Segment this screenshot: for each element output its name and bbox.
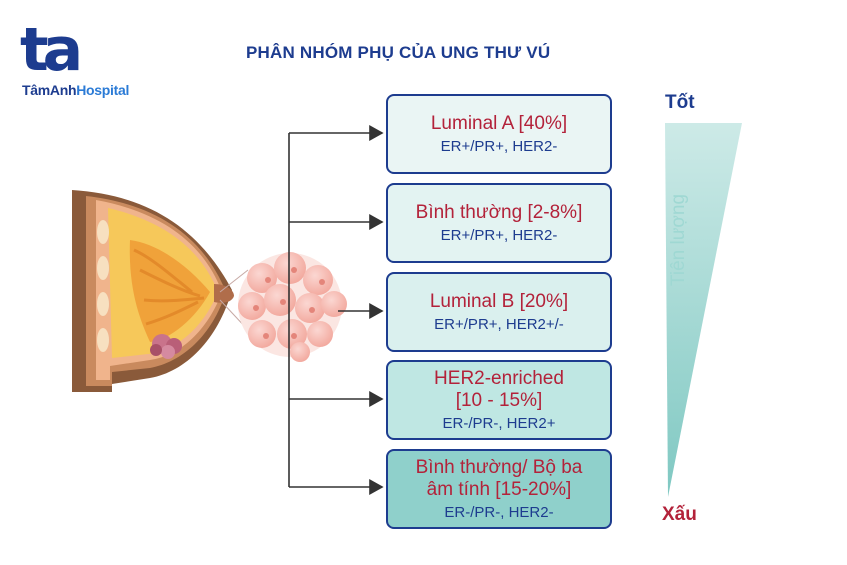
- subtype-luminal-b: Luminal B [20%] ER+/PR+, HER2+/-: [386, 272, 612, 352]
- hospital-logo: ta TâmAnhHospital: [20, 15, 150, 102]
- subtype-name-line2: [10 - 15%]: [455, 389, 543, 411]
- subtype-normal-like: Bình thường [2-8%] ER+/PR+, HER2-: [386, 183, 612, 263]
- subtype-name: Luminal B [20%]: [429, 290, 569, 312]
- logo-brand-suffix: Hospital: [76, 82, 130, 98]
- subtype-triple-negative: Bình thường/ Bộ ba âm tính [15-20%] ER-/…: [386, 449, 612, 529]
- receptor-status: ER+/PR+, HER2+/-: [434, 315, 564, 333]
- logo-brand: TâmAnh: [22, 82, 77, 98]
- prognosis-good-label: Tốt: [665, 92, 695, 113]
- subtype-name-line1: Bình thường/ Bộ ba: [415, 456, 583, 478]
- subtype-luminal-a: Luminal A [40%] ER+/PR+, HER2-: [386, 94, 612, 174]
- receptor-status: ER+/PR+, HER2-: [440, 226, 558, 244]
- page-title: PHÂN NHÓM PHỤ CỦA UNG THƯ VÚ: [246, 43, 551, 62]
- receptor-status: ER+/PR+, HER2-: [440, 137, 558, 155]
- prognosis-axis-label: Tiên lượng: [668, 193, 689, 287]
- tumor-in-breast: [150, 334, 182, 359]
- connector-tree: [288, 125, 384, 495]
- subtype-name-line1: HER2-enriched: [434, 367, 564, 389]
- subtype-name: Bình thường [2-8%]: [415, 201, 583, 223]
- tumor-cell-cluster: [238, 252, 347, 362]
- logo-mark: ta: [20, 15, 83, 85]
- subtype-her2-enriched: HER2-enriched [10 - 15%] ER-/PR-, HER2+: [386, 360, 612, 440]
- breast-anatomy-illustration: [72, 190, 249, 392]
- subtype-name-line2: âm tính [15-20%]: [426, 478, 572, 500]
- receptor-status: ER-/PR-, HER2-: [444, 503, 554, 521]
- logo-wordmark: TâmAnhHospital: [22, 82, 129, 98]
- subtype-name: Luminal A [40%]: [430, 112, 568, 134]
- prognosis-triangle: [665, 123, 742, 497]
- receptor-status: ER-/PR-, HER2+: [442, 414, 556, 432]
- prognosis-bad-label: Xấu: [662, 504, 697, 525]
